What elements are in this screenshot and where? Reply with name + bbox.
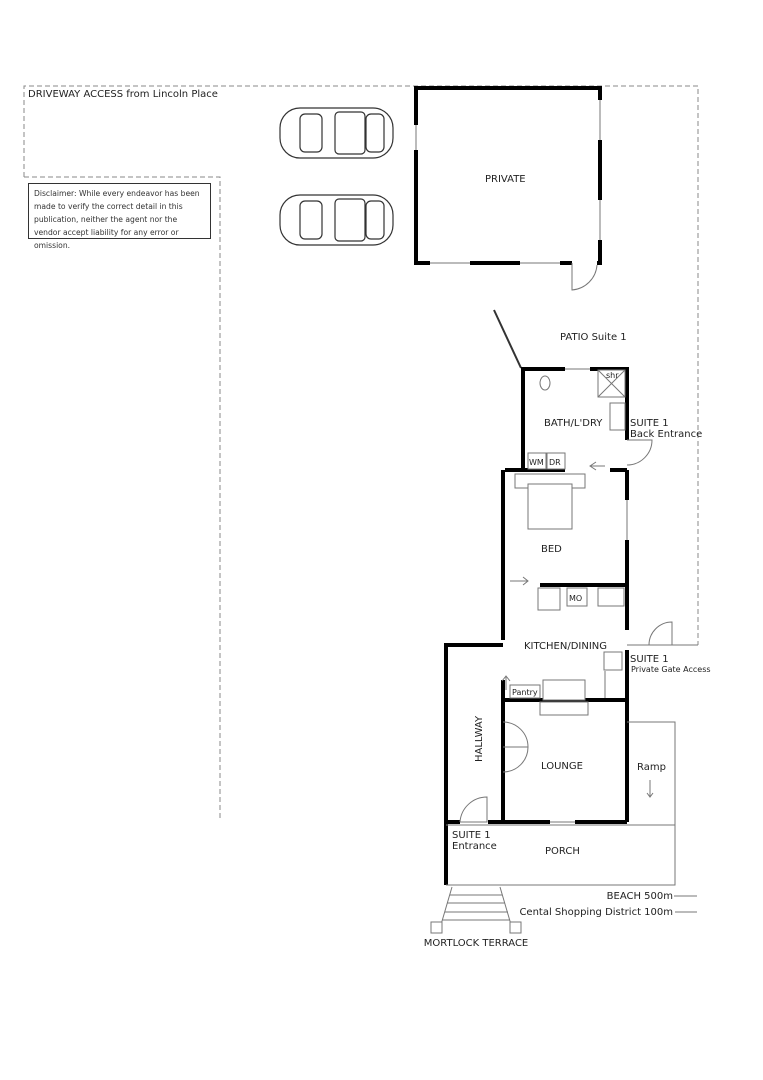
room-label-ramp: Ramp	[637, 762, 666, 773]
gate-access-label-2: Private Gate Access	[631, 665, 711, 674]
cooktop-icon	[603, 651, 623, 671]
shopping-distance: Cental Shopping District 100m	[519, 907, 673, 918]
room-label-pantry: Pantry	[512, 688, 538, 697]
room-label-hallway: HALLWAY	[474, 715, 485, 762]
room-label-bath: BATH/L'DRY	[544, 418, 603, 429]
gate-access-label-1: SUITE 1	[630, 654, 669, 665]
dryer-label: DR	[549, 458, 561, 467]
room-label-lounge: LOUNGE	[541, 761, 583, 772]
car-icon	[279, 107, 394, 159]
back-entrance-label-2: Back Entrance	[630, 429, 702, 440]
bed-icon	[527, 483, 573, 530]
kitchen-sink-icon	[537, 587, 561, 611]
sink-icon	[609, 402, 626, 431]
beach-distance: BEACH 500m	[607, 891, 673, 902]
fixtures	[430, 369, 697, 934]
site-boundary-left	[24, 176, 221, 818]
private-building	[413, 86, 603, 291]
washing-machine-label: WM	[529, 458, 544, 467]
back-entrance-label-1: SUITE 1	[630, 418, 669, 429]
car-icon	[279, 194, 394, 246]
front-entrance-label-1: SUITE 1	[452, 830, 491, 841]
suite-walls	[444, 367, 698, 886]
room-label-bed: BED	[541, 544, 562, 555]
microwave-label: MO	[569, 594, 582, 603]
front-entrance-label-2: Entrance	[452, 841, 497, 852]
gate	[493, 309, 522, 369]
toilet-icon	[539, 375, 551, 391]
site-boundary	[23, 85, 699, 645]
shower-label: shr	[606, 371, 619, 380]
street-label: MORTLOCK TERRACE	[424, 938, 529, 949]
room-label-private: PRIVATE	[485, 174, 526, 185]
room-label-kitchen: KITCHEN/DINING	[524, 641, 607, 652]
room-label-porch: PORCH	[545, 846, 580, 857]
disclaimer-box: Disclaimer: While every endeavor has bee…	[28, 183, 211, 250]
driveway-label: DRIVEWAY ACCESS from Lincoln Place	[28, 89, 218, 100]
room-label-patio: PATIO Suite 1	[560, 332, 627, 343]
